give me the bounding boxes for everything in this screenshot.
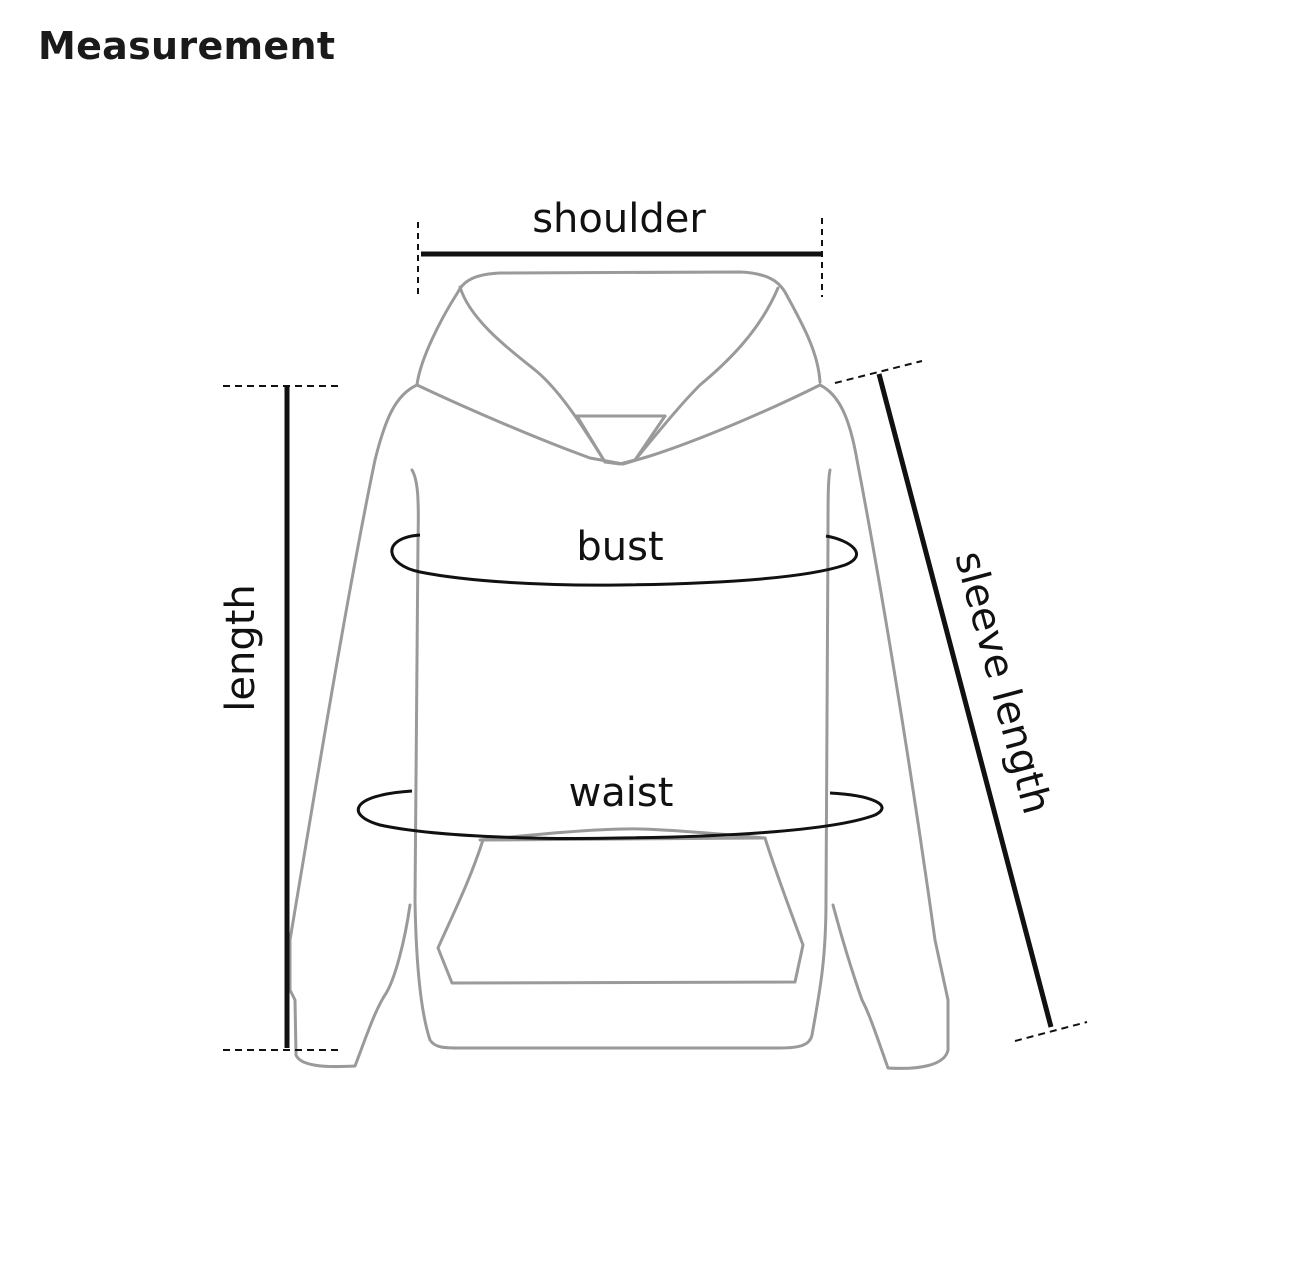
hoodie-outline <box>288 270 950 1070</box>
sleeve-length-measure-line <box>876 373 1054 1028</box>
page-title: Measurement <box>38 24 336 68</box>
measure-lines <box>223 218 1088 1051</box>
shoulder-label: shoulder <box>532 196 706 242</box>
waist-measure-ring <box>357 789 884 840</box>
bust-measure-ring <box>390 533 858 587</box>
sleeve-top-guide <box>834 360 923 384</box>
length-label: length <box>218 584 264 712</box>
sleeve-bottom-guide <box>1014 1021 1088 1042</box>
bust-label: bust <box>576 524 663 570</box>
waist-label: waist <box>569 770 674 816</box>
